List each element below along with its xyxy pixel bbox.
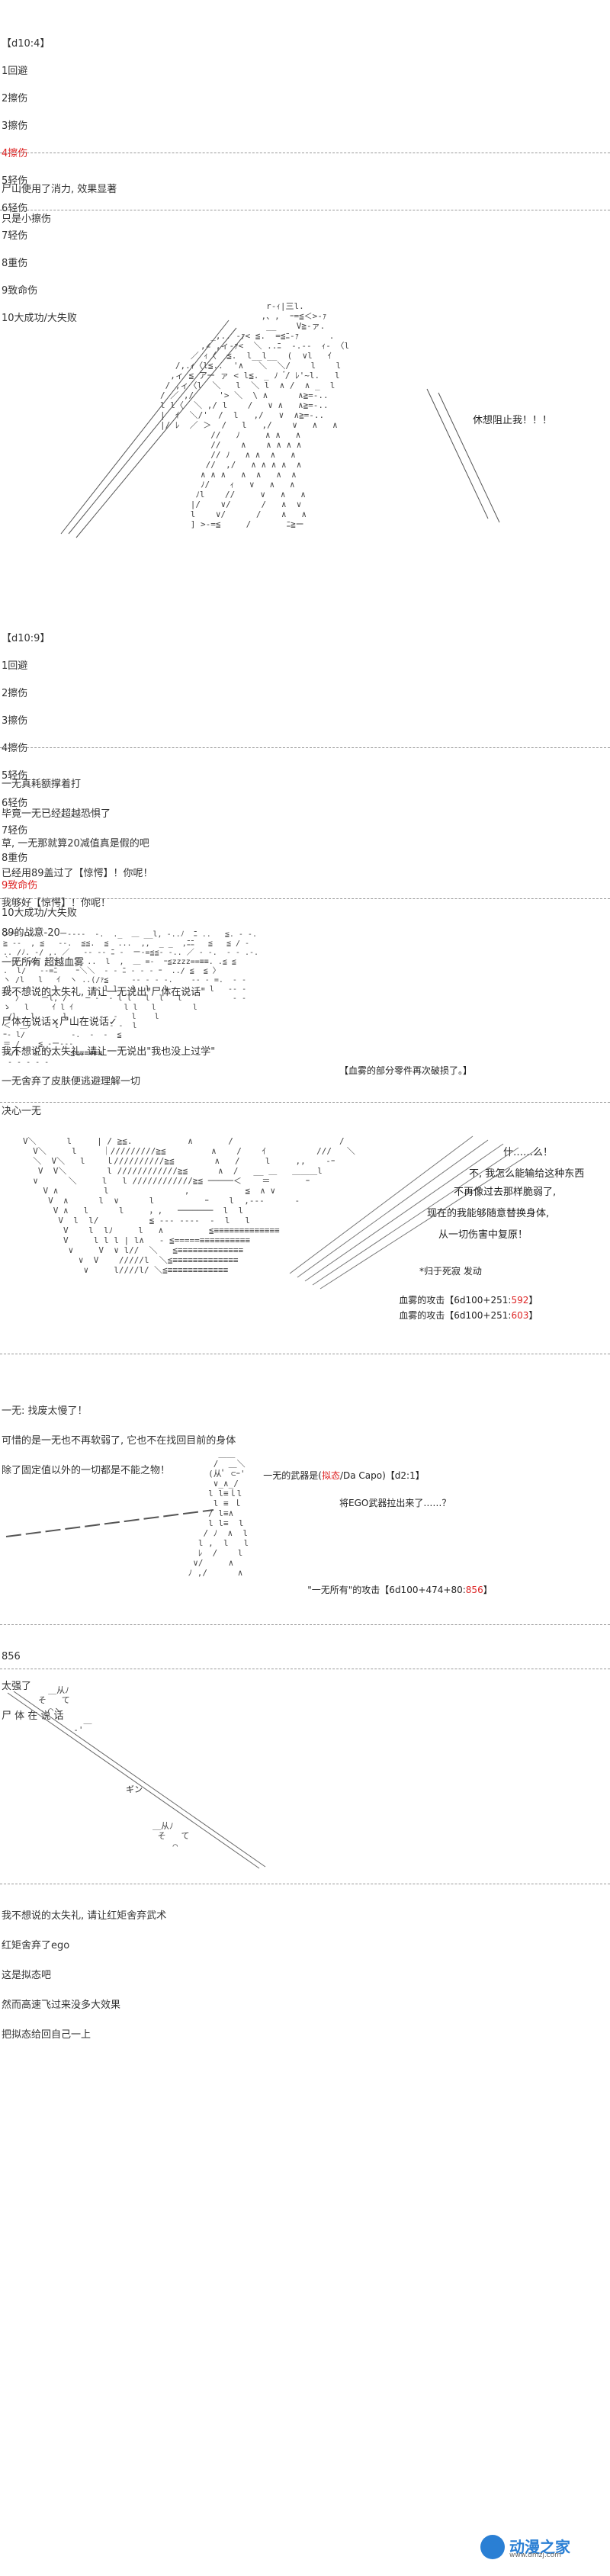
- blood-mist-line-4: 现在的我能够随意替换身体,: [427, 1208, 550, 1219]
- attack-roll-3: "一无所有"的攻击【6d100+474+80:856】: [307, 1585, 493, 1595]
- trigger-text: *归于死寂 发动: [419, 1266, 482, 1277]
- attack-roll-2: 血雾的攻击【6d100+251:603】: [399, 1310, 538, 1321]
- speed-lines-art: [289, 1135, 535, 1290]
- impact-sound: ギン: [126, 1784, 143, 1794]
- dice-result-1: 【d10:4】 1回避 2擦伤 3擦伤 4擦伤 5轻伤 6轻伤 7轻伤 8重伤 …: [2, 38, 77, 324]
- panel-7: 856 太强了 尸 体 在 说 话 ＿从ﾉ そ て ⌒ヽ ＿ ‐' ギン ＿从ﾉ…: [0, 1632, 610, 1876]
- narration-6: 一无: 找废太慢了！ 可惜的是一无也不再软弱了, 它也不在找回目前的身体 除了固…: [2, 1405, 236, 1476]
- panel-8: 我不想说的太失礼, 请让红矩舍弃武术 红矩舍弃了ego 这是拟态吧 然而高速飞过…: [0, 1884, 610, 2040]
- panel-5: V＼ l | / ≧≦. ∧ / / V＼ l ｜/////////≧≦ ∧ /…: [0, 1129, 610, 1365]
- blood-mist-line-3: 不再像过去那样脆弱了,: [454, 1187, 557, 1198]
- panel-2-ascii-art: r‐ｨ|三l. ,、, ｰ=≦＜>‐ｧ __ V≧‐ァ. _,.. -ｧ< ≦.…: [0, 229, 610, 595]
- dice-result-2: 【d10:9】 1回避 2擦伤 3擦伤 4擦伤 5轻伤 6轻伤 7轻伤 8重伤 …: [2, 633, 77, 919]
- attack-roll-1: 血雾的攻击【6d100+251:592】: [399, 1295, 538, 1306]
- weapon-line: 一无的武器是(拟态/Da Capo)【d2:1】: [263, 1470, 425, 1481]
- shout-text: 休想阻止我！！！: [473, 415, 553, 426]
- narration-7: 856 太强了 尸 体 在 说 话: [2, 1651, 64, 1722]
- panel-4-ascii-art: ＞ー‐--‐‐ . ー‐--‐ ‐. ._ ＿ __l, ‐..ﾉ ﾆ .. ≦…: [0, 915, 610, 1113]
- slash-line-art: [7, 1691, 266, 1869]
- blood-mist-line-2: 不, 我怎么能输给这种东西: [469, 1168, 585, 1180]
- panel-3: 【d10:9】 1回避 2擦伤 3擦伤 4擦伤 5轻伤 6轻伤 7轻伤 8重伤 …: [0, 616, 610, 1116]
- site-watermark: 动漫之家 www.dmzj.com: [480, 2532, 595, 2562]
- blood-mist-line-5: 从一切伤害中复原！: [438, 1229, 528, 1241]
- brand-url: www.dmzj.com: [509, 2552, 561, 2559]
- spear-line-art: [5, 1509, 214, 1537]
- brand-name: 动漫之家: [509, 2538, 570, 2556]
- panel-1: 【d10:4】 1回避 2擦伤 3擦伤 4擦伤 5轻伤 6轻伤 7轻伤 8重伤 …: [0, 0, 610, 323]
- narration-3: 一无真耗额撑着打 毕竟一无已经超越恐惧了 草, 一无那就算20减值真是假的吧 已…: [2, 779, 216, 1117]
- blood-mist-line-1: 什……么！: [503, 1147, 554, 1158]
- brand-logo-icon: [480, 2535, 505, 2559]
- caption-blood-mist: 【血雾的部分零件再次破损了。】: [339, 1065, 473, 1076]
- ascii-figure-art: [60, 320, 500, 538]
- ego-question: 将EGO武器拉出来了……？: [339, 1498, 451, 1508]
- narration-8: 我不想说的太失礼, 请让红矩舍弃武术 红矩舍弃了ego 这是拟态吧 然而高速飞过…: [2, 1910, 167, 2041]
- panel-6: 一无: 找废太慢了！ 可惜的是一无也不再软弱了, 它也不在找回目前的身体 除了固…: [0, 1373, 610, 1716]
- narration-1: 尸山使用了消力, 效果显著 只是小擦伤: [2, 184, 117, 225]
